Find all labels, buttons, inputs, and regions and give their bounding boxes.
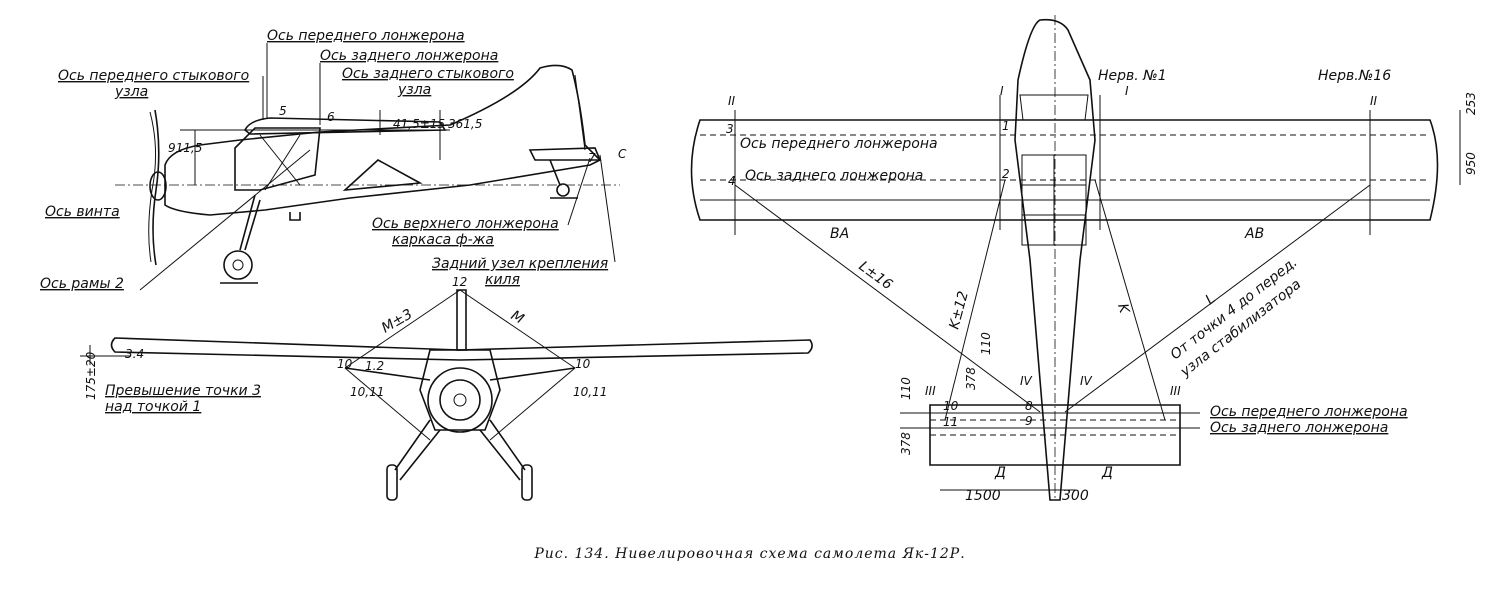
front-spar-axis-label: Ось переднего лонжерона: [267, 28, 465, 44]
roman-ii-left: II: [728, 94, 736, 108]
top-stabilizer: [929, 404, 1181, 466]
point-10-right: 10: [575, 357, 591, 371]
propeller-axis-label: Ось винта: [45, 204, 120, 220]
top-view: Нерв. №1 Нерв.№16 Ось переднего лонжерон…: [690, 15, 1478, 504]
point-8: 8: [1025, 399, 1033, 413]
stab-front-spar-label: Ось переднего лонжерона: [1210, 404, 1408, 420]
stab-label-1: От точки 4 до перед.: [1168, 254, 1301, 363]
front-fin: [456, 289, 467, 351]
point-12: 12: [452, 275, 467, 289]
dim-911: 911,5: [168, 141, 202, 155]
rear-fin-label-2: киля: [485, 272, 520, 288]
point-10-11-right: 10,11: [573, 385, 607, 399]
d-label-right: Д: [1101, 465, 1113, 481]
point-9: 9: [1025, 414, 1033, 428]
front-view: 12 M±3 M 3.4 1.2 10 10 10,11 10,11 175±2…: [80, 275, 813, 501]
wing-root: [243, 117, 447, 135]
dim-950: 950: [1464, 152, 1478, 175]
cabin: [234, 127, 321, 191]
dim-300: 300: [1062, 488, 1089, 504]
left-gear: [394, 419, 441, 481]
front-joint-axis-label-2: узла: [114, 84, 148, 100]
top-wing: [690, 119, 1439, 221]
rear-fin-label-1: Задний узел крепления: [432, 256, 608, 272]
roman-iv-left: IV: [1020, 374, 1033, 388]
point-10-left: 10: [337, 357, 353, 371]
exceed-label-2: над точкой 1: [105, 399, 201, 415]
k-label: K: [1114, 302, 1132, 317]
top-front-spar-label: Ось переднего лонжерона: [740, 136, 938, 152]
front-joint-axis-label-1: Ось переднего стыкового: [58, 68, 249, 84]
ba-label: BA: [830, 226, 849, 242]
upper-spar-label-1: Ось верхнего лонжерона: [372, 216, 559, 232]
stabilizer: [528, 147, 602, 161]
frame-axis-label: Ось рамы 2: [40, 276, 124, 292]
point-11: 11: [943, 415, 958, 429]
point-4: 4: [728, 174, 736, 188]
dim-378-upper: 378: [964, 367, 978, 390]
point-7: 7: [588, 151, 596, 165]
roman-i-right: I: [1125, 84, 1129, 98]
figure-caption: Рис. 134. Нивелировочная схема самолета …: [534, 546, 966, 562]
rear-joint-axis-label-2: узла: [397, 82, 431, 98]
point-10-11-left: 10,11: [350, 385, 384, 399]
top-rear-spar-label: Ось заднего лонжерона: [745, 168, 923, 184]
stab-rear-spar-label: Ось заднего лонжерона: [1210, 420, 1388, 436]
roman-iii-left: III: [925, 384, 936, 398]
point-10: 10: [943, 399, 959, 413]
rib-1-label: Нерв. №1: [1098, 68, 1167, 84]
dim-175: 175±20: [84, 351, 98, 400]
rib-16-label: Нерв.№16: [1318, 68, 1391, 84]
dim-1500: 1500: [965, 488, 1001, 504]
upper-spar-label-2: каркаса ф-жа: [392, 232, 494, 248]
roman-i-left: I: [1000, 84, 1004, 98]
point-c: C: [618, 147, 627, 161]
point-3: 3: [726, 122, 734, 136]
m-plus-label: M±3: [379, 306, 415, 336]
dim-361: 361,5: [448, 117, 482, 131]
point-3-4: 3.4: [125, 347, 144, 361]
point-2: 2: [1002, 167, 1010, 181]
front-fuselage: [419, 349, 501, 431]
l-16-label: L±16: [856, 258, 896, 293]
right-gear: [479, 419, 526, 481]
roman-iv-right: IV: [1080, 374, 1093, 388]
spinner: [149, 171, 167, 201]
point-1: 1: [1002, 119, 1010, 133]
dim-378-lower: 378: [899, 432, 913, 455]
dim-41: 41,5±15: [393, 117, 445, 131]
point-5: 5: [279, 104, 287, 118]
side-view: Ось переднего лонжерона Ось заднего лонж…: [40, 28, 627, 292]
front-wing: [110, 337, 813, 361]
point-6: 6: [327, 110, 335, 124]
k-12-label: K±12: [946, 289, 972, 331]
d-label-left: Д: [994, 465, 1006, 481]
roman-ii-right: II: [1370, 94, 1378, 108]
propeller: [152, 109, 160, 266]
fuselage-outline: [164, 64, 602, 216]
exceed-label-1: Превышение точки 3: [105, 383, 261, 399]
main-wheel: [223, 250, 253, 280]
main-gear: [239, 194, 261, 251]
dim-253: 253: [1464, 92, 1478, 115]
side-window: [342, 159, 423, 192]
dim-110-lower: 110: [899, 377, 913, 400]
ab-label: AB: [1244, 226, 1264, 242]
rear-joint-axis-label-1: Ось заднего стыкового: [342, 66, 514, 82]
engine-cowl: [427, 367, 493, 433]
dim-110-upper: 110: [979, 332, 993, 355]
roman-iii-right: III: [1170, 384, 1181, 398]
rear-spar-axis-label: Ось заднего лонжерона: [320, 48, 498, 64]
point-1-2: 1.2: [365, 359, 384, 373]
top-fuselage: [1014, 18, 1096, 501]
